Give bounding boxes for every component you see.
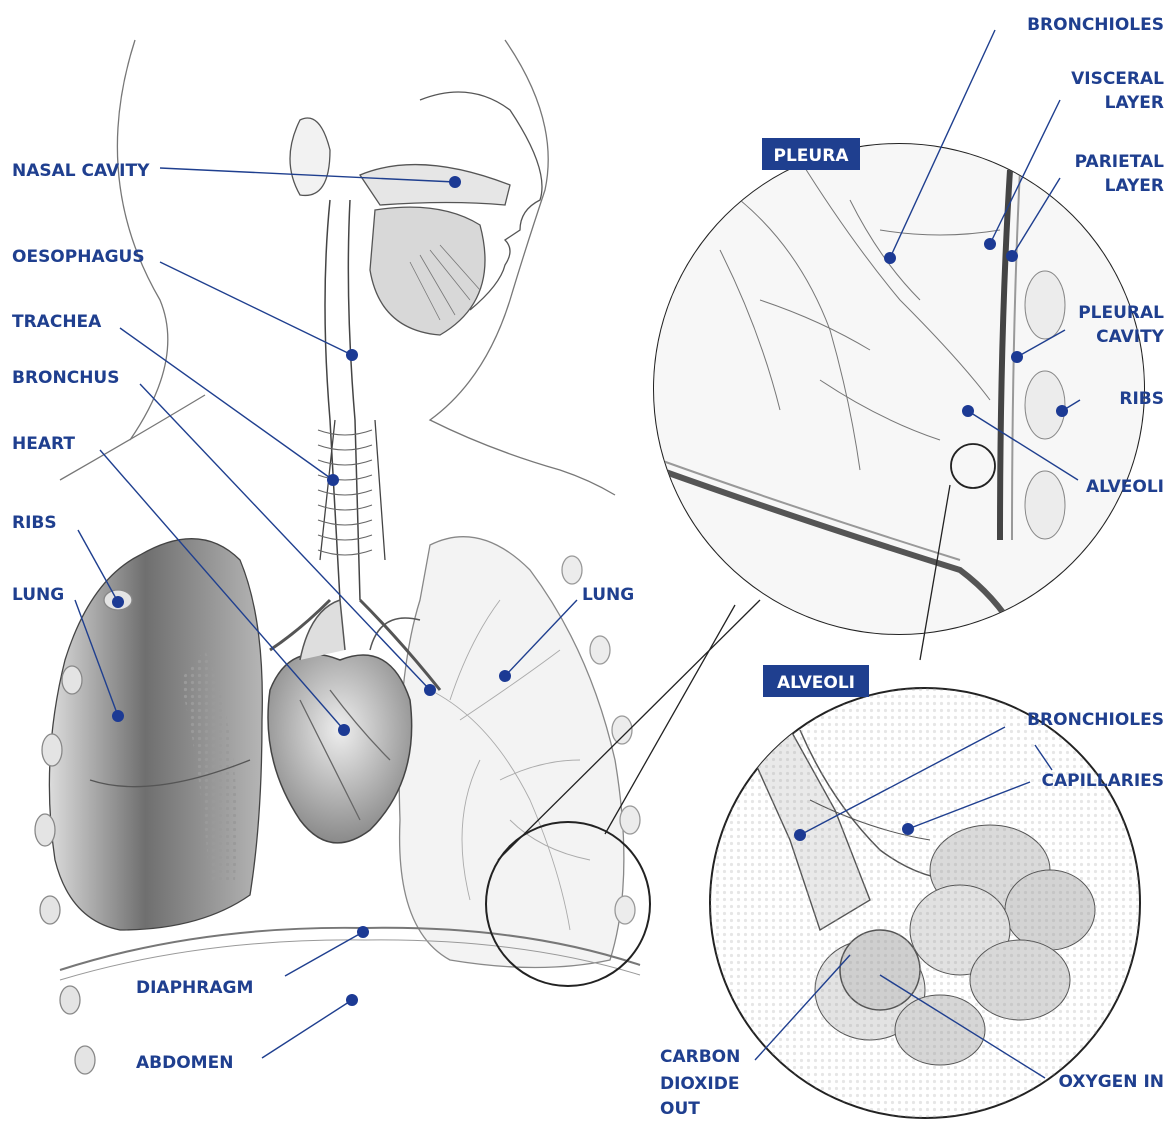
pleura-inset (650, 140, 1150, 660)
label-lung-left: LUNG (12, 585, 64, 605)
dot-visceral (984, 238, 996, 250)
dot-nasal-cavity (449, 176, 461, 188)
dot-lung-left (112, 710, 124, 722)
label-visceral-line2: LAYER (1105, 93, 1164, 113)
ear (290, 118, 330, 195)
mouth-tongue-shape (370, 207, 485, 335)
label-ribs-right: RIBS (1119, 389, 1164, 409)
trachea-rings (318, 430, 372, 555)
label-carbon-line2: DIOXIDE (660, 1074, 739, 1094)
nasal-cavity-shape (360, 165, 510, 205)
label-oesophagus: OESOPHAGUS (12, 247, 145, 267)
dot-pleural-cavity (1011, 351, 1023, 363)
dot-bronchioles-top (884, 252, 896, 264)
dot-parietal (1006, 250, 1018, 262)
dot-bronchioles-bottom (794, 829, 806, 841)
dot-trachea (327, 474, 339, 486)
body-outline-left (117, 40, 167, 440)
dot-ribs-right (1056, 405, 1068, 417)
label-lung-right: LUNG (582, 585, 634, 605)
alveoli-tag: ALVEOLI (763, 665, 869, 697)
label-visceral-line1: VISCERAL (1071, 69, 1164, 89)
dot-ribs-left (112, 596, 124, 608)
label-bronchioles-bottom: BRONCHIOLES (1027, 710, 1164, 730)
label-ribs-left: RIBS (12, 513, 57, 533)
label-carbon-line3: OUT (660, 1099, 700, 1119)
label-pleural-cavity-line2: CAVITY (1096, 327, 1165, 347)
label-alveoli: ALVEOLI (1086, 477, 1164, 497)
label-bronchus: BRONCHUS (12, 368, 119, 388)
label-trachea: TRACHEA (12, 312, 102, 332)
label-parietal-line2: LAYER (1105, 176, 1164, 196)
heart-shape (268, 654, 412, 843)
body-illustration (35, 40, 760, 1074)
label-capillaries: CAPILLARIES (1041, 771, 1164, 791)
label-pleural-cavity-line1: PLEURAL (1078, 303, 1164, 323)
alveoli-tag-text: ALVEOLI (777, 673, 855, 693)
dot-alveoli (962, 405, 974, 417)
pleura-tag: PLEURA (762, 138, 860, 170)
label-abdomen: ABDOMEN (136, 1053, 233, 1073)
label-diaphragm: DIAPHRAGM (136, 978, 253, 998)
label-heart: HEART (12, 434, 75, 454)
label-nasal-cavity: NASAL CAVITY (12, 161, 150, 181)
label-bronchioles-top: BRONCHIOLES (1027, 15, 1164, 35)
label-oxygen-in: OXYGEN IN (1058, 1072, 1164, 1092)
dot-diaphragm (357, 926, 369, 938)
dot-capillaries (902, 823, 914, 835)
dot-heart (338, 724, 350, 736)
dot-bronchus (424, 684, 436, 696)
dot-abdomen (346, 994, 358, 1006)
label-carbon-line1: CARBON (660, 1047, 740, 1067)
pleura-tag-text: PLEURA (774, 146, 850, 166)
label-parietal-line1: PARIETAL (1075, 152, 1165, 172)
dot-oesophagus (346, 349, 358, 361)
dot-lung-right (499, 670, 511, 682)
